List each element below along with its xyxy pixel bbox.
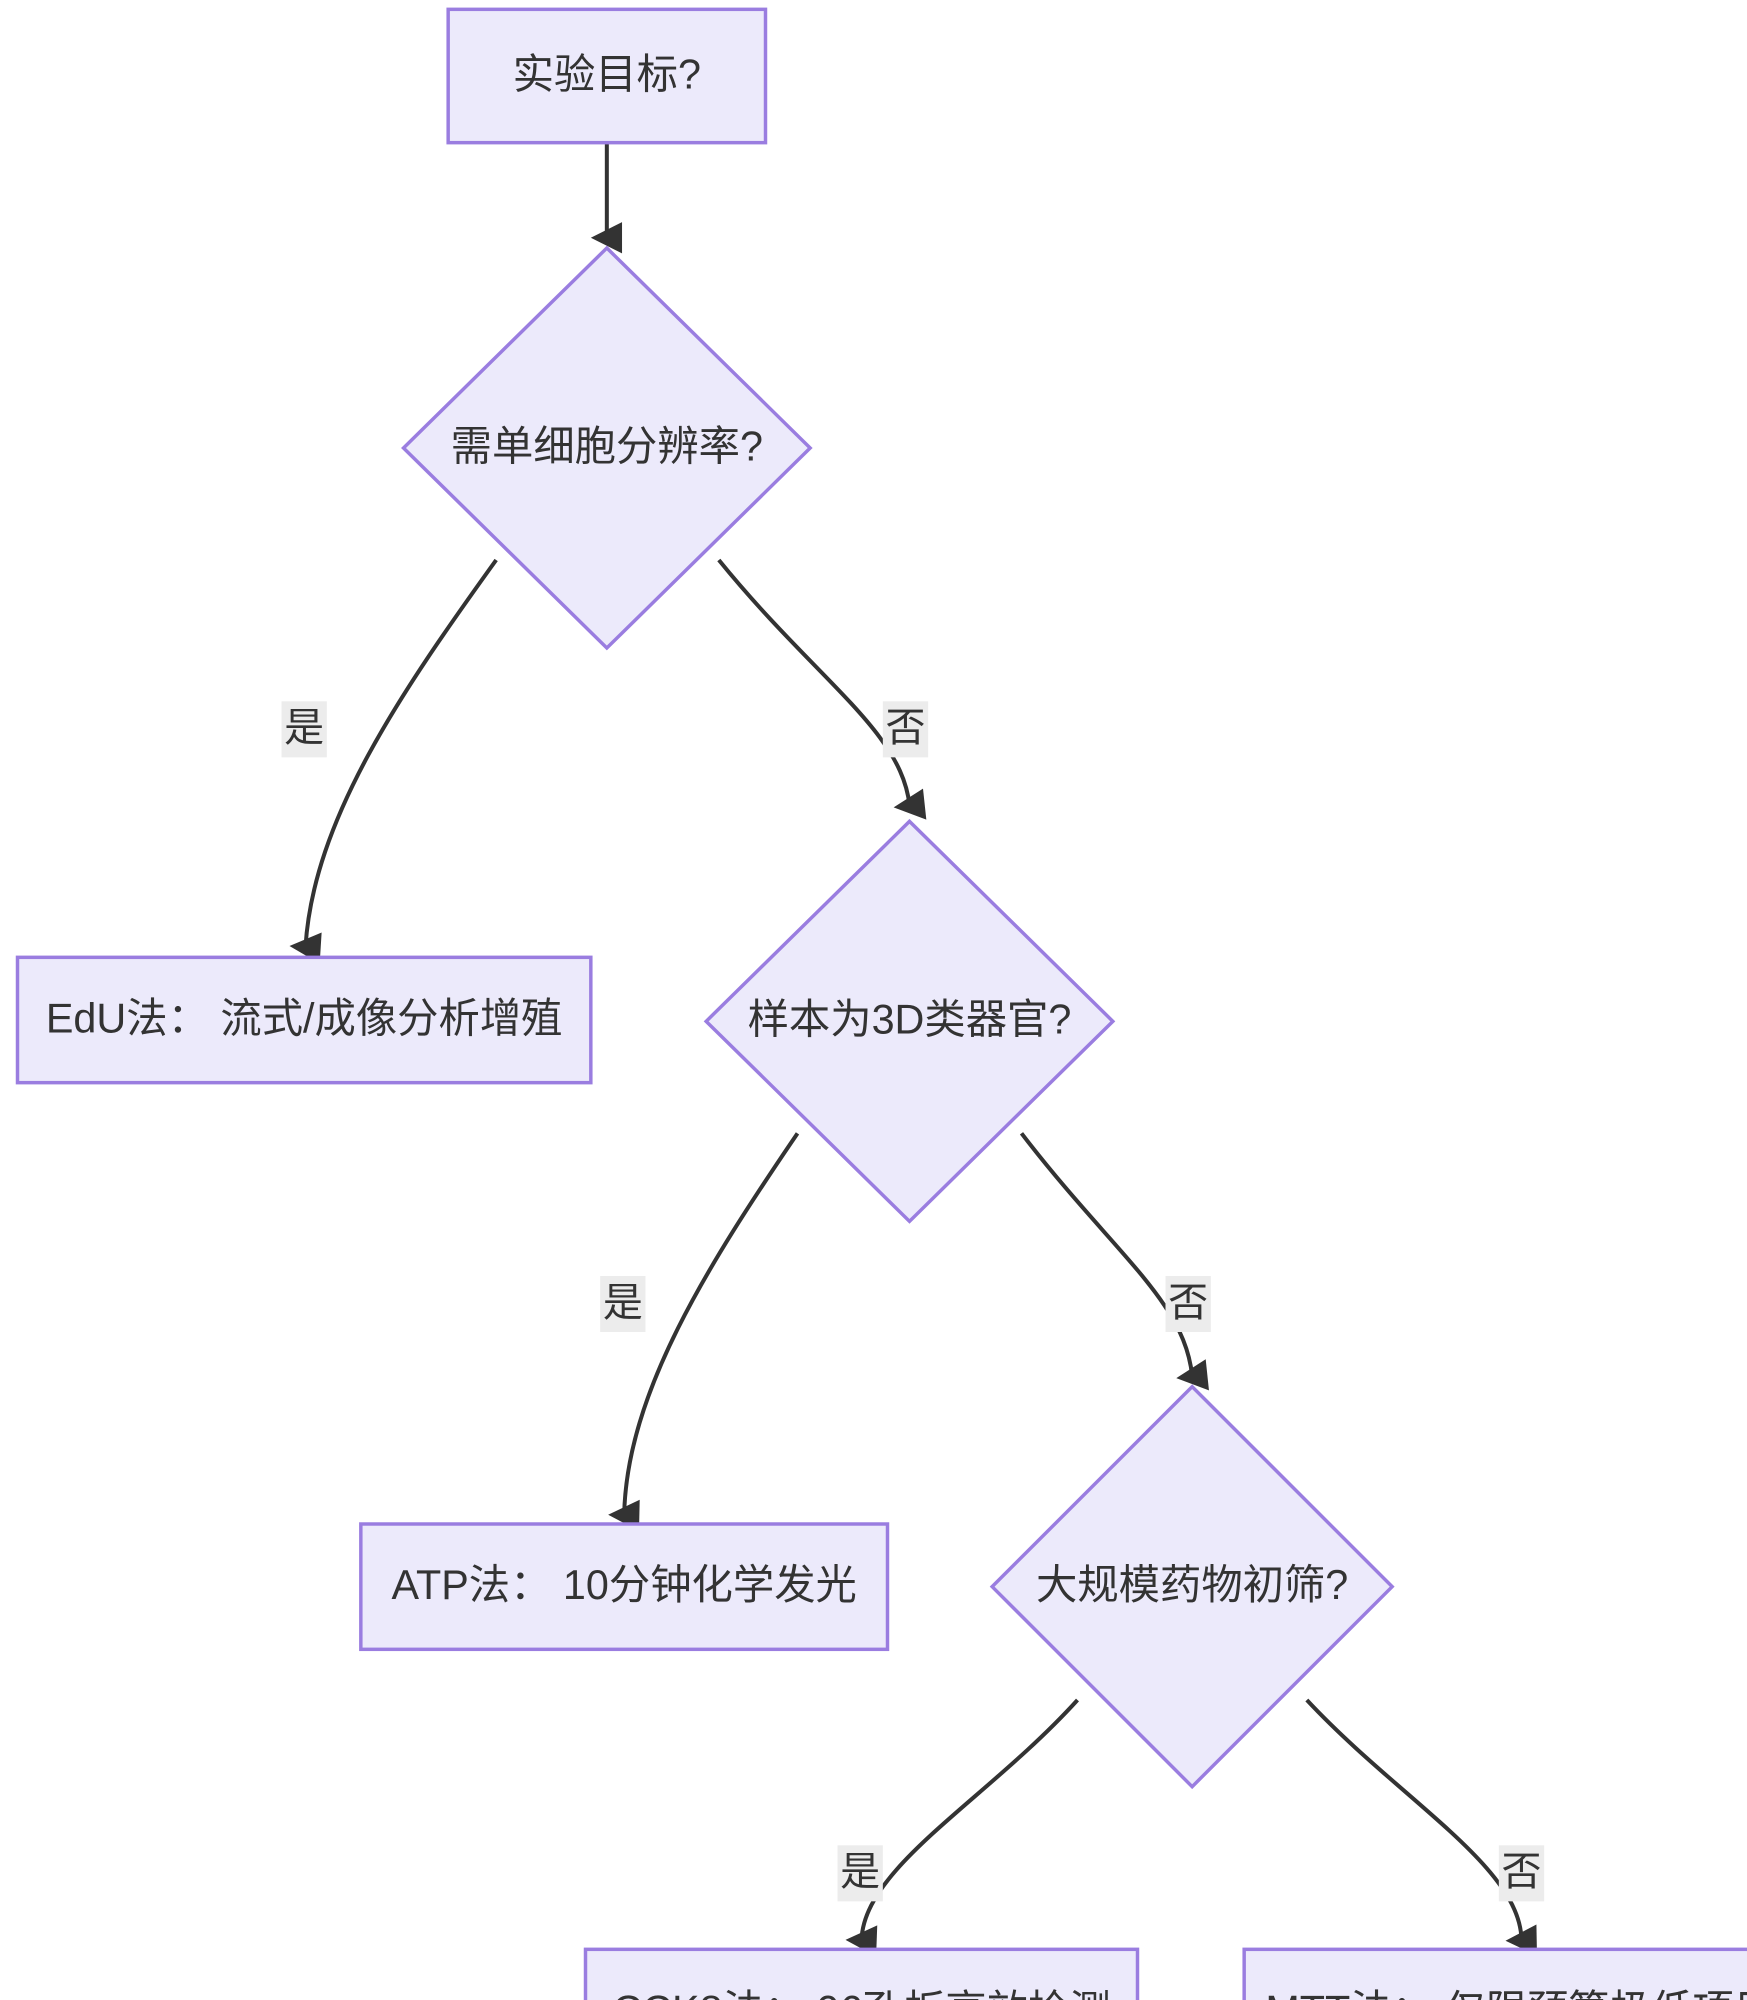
- edge-label-e-q3-mtt: 否: [1498, 1845, 1545, 1902]
- node-rect: [446, 7, 768, 145]
- edge-label-background: [600, 1276, 646, 1332]
- edge-line: [608, 1132, 800, 1532]
- edge-label-text: 否: [1168, 1281, 1208, 1325]
- edge-label-e-q2-atp: 是: [600, 1276, 646, 1332]
- edge-label-e-q2-q3: 否: [1165, 1276, 1211, 1332]
- flow-node-cck8[interactable]: CCK8法： 96孔板高效检测: [583, 1947, 1140, 2000]
- edge-label-text: 否: [1502, 1850, 1542, 1894]
- flow-edge: [845, 1698, 1079, 1957]
- edge-label-background: [1165, 1276, 1211, 1332]
- flow-node-q1[interactable]: 需单细胞分辨率?: [401, 245, 813, 651]
- edge-line: [1019, 1132, 1209, 1391]
- flow-edge: [289, 558, 498, 964]
- nodes-layer: 实验目标? 需单细胞分辨率? EdU法： 流式/成像分析增殖 样本为3D类器官? ATP…: [15, 7, 1747, 2000]
- node-rect: [15, 955, 593, 1085]
- node-rect: [583, 1947, 1140, 2000]
- flow-node-atp[interactable]: ATP法： 10分钟化学发光: [359, 1522, 890, 1652]
- edge-line: [845, 1698, 1079, 1957]
- node-diamond: [703, 818, 1116, 1224]
- node-rect: [359, 1522, 890, 1652]
- edge-label-background: [1498, 1845, 1545, 1902]
- node-label: CCK8法： 96孔板高效检测: [612, 1987, 1110, 2000]
- node-diamond: [401, 245, 813, 651]
- flow-node-q3[interactable]: 大规模药物初筛?: [989, 1384, 1395, 1790]
- edge-line: [1305, 1698, 1538, 1956]
- edge-label-e-q3-cck8: 是: [837, 1845, 883, 1902]
- flow-edge: [1019, 1132, 1209, 1391]
- node-label: EdU法： 流式/成像分析增殖: [46, 995, 563, 1041]
- edge-label-e-q1-edu: 是: [281, 701, 327, 758]
- flow-node-edu[interactable]: EdU法： 流式/成像分析增殖: [15, 955, 593, 1085]
- edge-label-e-q1-q2: 否: [882, 701, 929, 758]
- flow-node-q2[interactable]: 样本为3D类器官?: [703, 818, 1116, 1224]
- flow-node-start[interactable]: 实验目标?: [446, 7, 768, 145]
- node-label: ATP法： 10分钟化学发光: [391, 1562, 856, 1608]
- flow-edge: [717, 558, 927, 820]
- node-label: 样本为3D类器官?: [748, 997, 1072, 1043]
- edge-line: [289, 558, 498, 964]
- flow-node-mtt[interactable]: MTT法： 仅限预算极低项目: [1242, 1947, 1747, 2000]
- edge-line: [717, 558, 927, 820]
- edge-label-text: 是: [284, 706, 324, 750]
- edge-labels-layer: 是否是否是否: [281, 701, 1545, 1902]
- edge-label-background: [882, 701, 929, 758]
- node-label: 需单细胞分辨率?: [451, 423, 763, 469]
- node-label: MTT法： 仅限预算极低项目: [1265, 1987, 1747, 2000]
- edge-label-text: 是: [840, 1850, 880, 1894]
- edge-label-text: 是: [603, 1281, 643, 1325]
- edge-label-background: [837, 1845, 883, 1902]
- edge-label-text: 否: [886, 706, 926, 750]
- flow-edge: [1305, 1698, 1538, 1956]
- edge-label-background: [281, 701, 327, 758]
- flow-edge: [608, 1132, 800, 1532]
- node-label: 实验目标?: [513, 51, 701, 97]
- node-diamond: [989, 1384, 1395, 1790]
- node-label: 大规模药物初筛?: [1036, 1562, 1348, 1608]
- node-rect: [1242, 1947, 1747, 2000]
- edges-layer: [289, 142, 1538, 1957]
